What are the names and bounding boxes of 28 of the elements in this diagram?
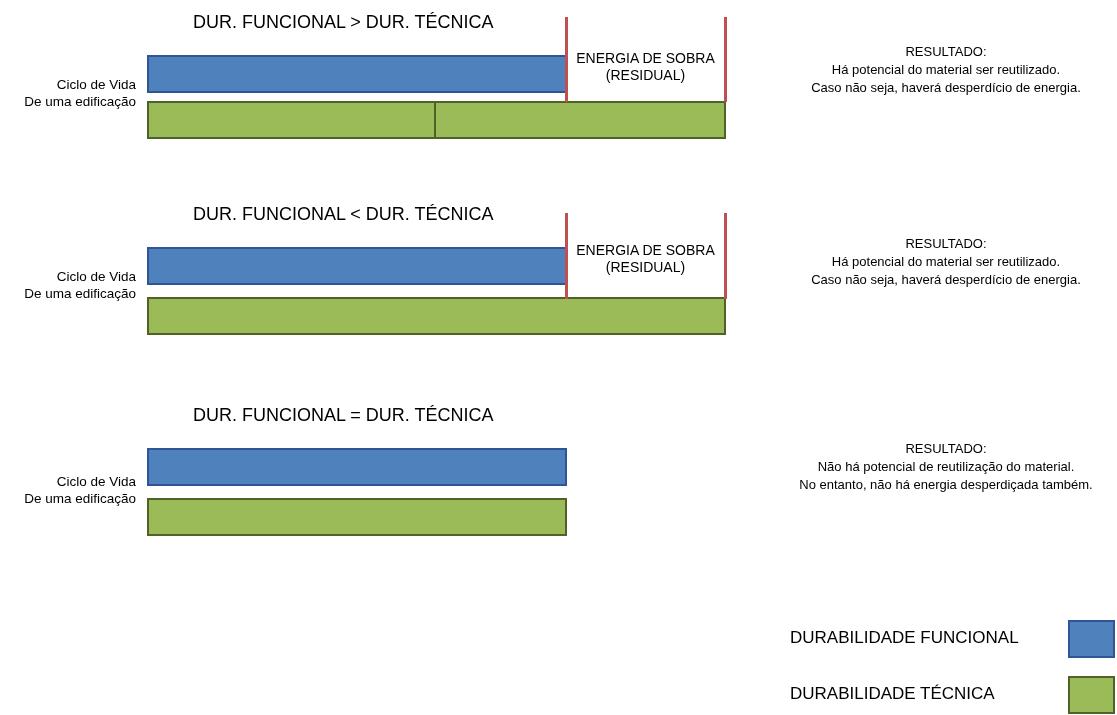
result-heading: RESULTADO: bbox=[904, 441, 988, 457]
functional-durability-bar bbox=[147, 55, 567, 93]
row-label: Ciclo de Vida bbox=[55, 269, 136, 286]
legend-label: DURABILIDADE FUNCIONAL bbox=[790, 628, 1019, 649]
row-label: Ciclo de Vida bbox=[55, 77, 136, 94]
residual-energy-label: ENERGIA DE SOBRA (RESIDUAL) bbox=[575, 242, 716, 276]
result-text: No entanto, não há energia desperdiçada também. bbox=[798, 477, 1094, 493]
functional-durability-bar bbox=[147, 247, 567, 285]
result-text: Não há potencial de reutilização do material. bbox=[816, 459, 1076, 475]
row-label: De uma edificação bbox=[23, 94, 136, 111]
technical-durability-bar bbox=[147, 498, 567, 536]
row-label: De uma edificação bbox=[23, 491, 136, 508]
row-heading: DUR. FUNCIONAL > DUR. TÉCNICA bbox=[193, 12, 494, 34]
technical-durability-bar bbox=[147, 101, 726, 139]
technical-durability-bar bbox=[147, 297, 726, 335]
result-heading: RESULTADO: bbox=[904, 236, 988, 252]
result-text: Há potencial do material ser reutilizado. bbox=[830, 62, 1062, 78]
result-text: Caso não seja, haverá desperdício de energia. bbox=[810, 272, 1082, 288]
row-heading: DUR. FUNCIONAL < DUR. TÉCNICA bbox=[193, 204, 494, 226]
row-label: De uma edificação bbox=[23, 286, 136, 303]
legend-label: DURABILIDADE TÉCNICA bbox=[790, 684, 995, 705]
result-text: Há potencial do material ser reutilizado. bbox=[830, 254, 1062, 270]
functional-durability-bar bbox=[147, 448, 567, 486]
result-text: Caso não seja, haverá desperdício de energia. bbox=[810, 80, 1082, 96]
row-heading: DUR. FUNCIONAL = DUR. TÉCNICA bbox=[193, 405, 494, 427]
residual-energy-label: ENERGIA DE SOBRA (RESIDUAL) bbox=[575, 50, 716, 84]
row-label: Ciclo de Vida bbox=[55, 474, 136, 491]
result-heading: RESULTADO: bbox=[904, 44, 988, 60]
